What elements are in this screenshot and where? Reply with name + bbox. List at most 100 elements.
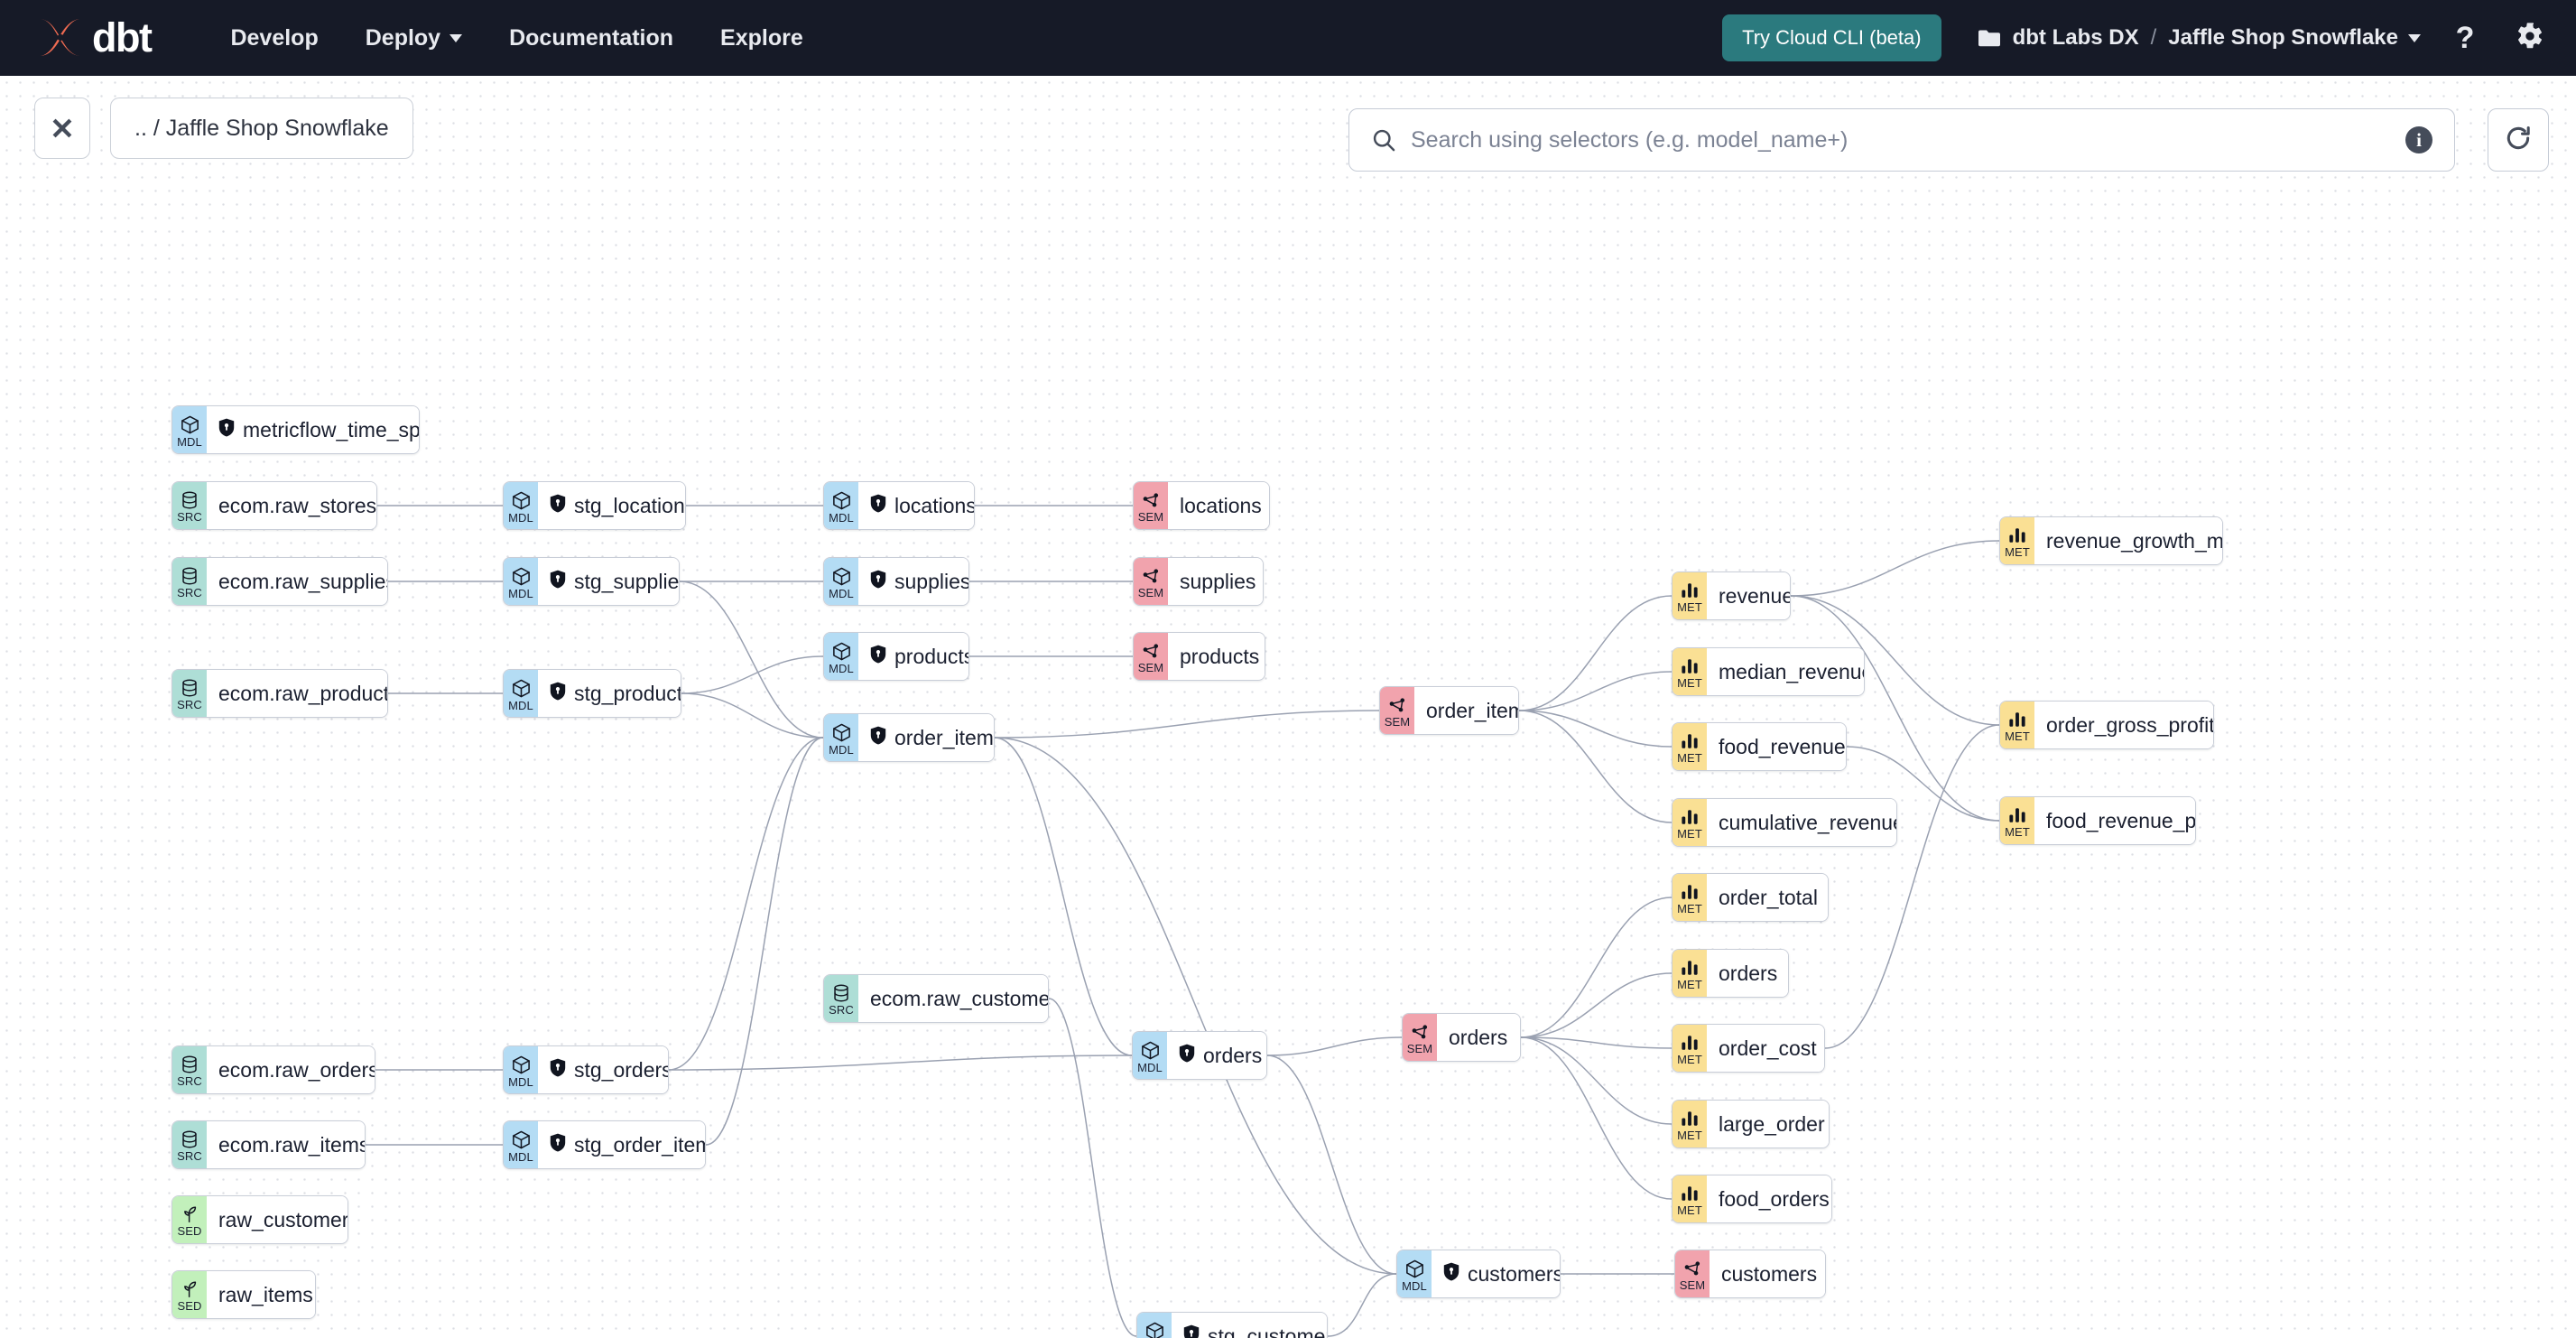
node-body: food_orders: [1707, 1175, 1831, 1222]
lineage-node-met_revenue_growth_mom[interactable]: MET revenue_growth_mom: [1999, 516, 2223, 565]
lineage-node-sem_locations[interactable]: SEM locations: [1133, 481, 1270, 530]
chevron-down-icon: [2408, 33, 2421, 42]
nav-link-develop[interactable]: Develop: [207, 16, 341, 60]
nav-link-explore[interactable]: Explore: [697, 16, 827, 60]
lineage-node-met_cumulative_revenue[interactable]: MET cumulative_revenue: [1672, 798, 1897, 847]
help-button[interactable]: ?: [2444, 17, 2486, 59]
shield-icon: [870, 494, 886, 517]
node-type-badge-mdl: MDL: [504, 482, 538, 529]
node-type-label: SRC: [177, 510, 202, 524]
node-body: large_order: [1707, 1101, 1829, 1148]
chevron-down-icon: [449, 33, 463, 42]
search-input[interactable]: [1411, 126, 2405, 153]
node-type-badge-src: SRC: [172, 482, 207, 529]
node-type-label: MET: [1677, 751, 1702, 765]
nav-link-documentation[interactable]: Documentation: [486, 16, 697, 60]
project-selector[interactable]: Jaffle Shop Snowflake: [2168, 25, 2421, 51]
node-type-badge-met: MET: [1673, 1025, 1707, 1072]
lineage-node-src_raw_stores[interactable]: SRC ecom.raw_stores: [171, 481, 377, 530]
node-type-badge-mdl: MDL: [1133, 1032, 1167, 1079]
lineage-node-sem_products[interactable]: SEM products: [1133, 632, 1265, 681]
lineage-node-src_raw_orders[interactable]: SRC ecom.raw_orders: [171, 1045, 375, 1094]
lineage-node-metricflow_time_spine[interactable]: MDL metricflow_time_spine: [171, 405, 420, 454]
node-label: food_orders: [1719, 1186, 1830, 1211]
lineage-node-src_raw_supplies[interactable]: SRC ecom.raw_supplies: [171, 557, 388, 606]
node-label: order_item: [1426, 698, 1519, 722]
node-type-label: MET: [1677, 676, 1702, 690]
selector-search-bar[interactable]: i: [1348, 108, 2455, 172]
node-type-badge-met: MET: [1673, 572, 1707, 619]
lineage-node-stg_orders[interactable]: MDL stg_orders: [503, 1045, 669, 1094]
database-icon: [831, 983, 851, 1003]
lineage-node-met_food_orders[interactable]: MET food_orders: [1672, 1175, 1832, 1223]
lineage-node-mdl_supplies[interactable]: MDL supplies: [823, 557, 969, 606]
lineage-node-mdl_order_items[interactable]: MDL order_items: [823, 713, 995, 762]
node-body: locations: [858, 482, 974, 529]
lineage-node-sem_customers[interactable]: SEM customers: [1674, 1250, 1826, 1298]
lineage-node-stg_customers[interactable]: MDL stg_customers: [1136, 1312, 1328, 1338]
shield-icon: [1443, 1262, 1459, 1286]
node-label: orders: [1719, 961, 1778, 985]
lineage-node-sed_raw_customers[interactable]: SED raw_customers: [171, 1195, 348, 1244]
info-icon[interactable]: i: [2405, 126, 2432, 153]
close-lineage-button[interactable]: ✕: [34, 98, 90, 159]
refresh-graph-button[interactable]: [2488, 108, 2549, 172]
lineage-node-met_food_revenue[interactable]: MET food_revenue: [1672, 722, 1847, 771]
lineage-node-stg_locations[interactable]: MDL stg_locations: [503, 481, 686, 530]
node-body: cumulative_revenue: [1707, 799, 1896, 846]
database-icon: [180, 566, 199, 586]
lineage-node-src_raw_items[interactable]: SRC ecom.raw_items: [171, 1120, 366, 1169]
lineage-node-met_revenue[interactable]: MET revenue: [1672, 571, 1791, 620]
node-type-label: SRC: [177, 1149, 202, 1163]
node-type-badge-sem: SEM: [1134, 558, 1168, 605]
lineage-node-sem_supplies[interactable]: SEM supplies: [1133, 557, 1264, 606]
lineage-node-stg_products[interactable]: MDL stg_products: [503, 669, 681, 718]
node-type-label: SEM: [1384, 715, 1411, 729]
lineage-node-src_raw_customers[interactable]: SRC ecom.raw_customers: [823, 974, 1049, 1023]
bar-chart-icon: [1680, 958, 1700, 978]
lineage-node-met_order_total[interactable]: MET order_total: [1672, 873, 1829, 922]
node-body: ecom.raw_items: [207, 1121, 365, 1168]
lineage-node-mdl_locations[interactable]: MDL locations: [823, 481, 975, 530]
lineage-breadcrumb[interactable]: .. / Jaffle Shop Snowflake: [110, 98, 413, 159]
account-name[interactable]: dbt Labs DX: [2012, 25, 2139, 50]
lineage-node-stg_order_items[interactable]: MDL stg_order_items: [503, 1120, 706, 1169]
lineage-edge: [1518, 671, 1673, 711]
nav-link-deploy[interactable]: Deploy: [342, 16, 486, 60]
lineage-node-sem_order_item[interactable]: SEM order_item: [1379, 686, 1519, 735]
lineage-node-sed_raw_items[interactable]: SED raw_items: [171, 1270, 316, 1319]
node-body: stg_customers: [1172, 1313, 1327, 1338]
node-type-label: SEM: [1679, 1278, 1706, 1292]
node-type-label: MET: [2005, 729, 2030, 743]
lineage-node-met_large_order[interactable]: MET large_order: [1672, 1100, 1830, 1148]
lineage-node-mdl_customers[interactable]: MDL customers: [1396, 1250, 1561, 1298]
bar-chart-icon: [1680, 1184, 1700, 1203]
node-type-badge-src: SRC: [172, 670, 207, 717]
node-type-badge-sem: SEM: [1134, 482, 1168, 529]
lineage-node-met_orders[interactable]: MET orders: [1672, 949, 1789, 998]
bar-chart-icon: [1680, 1033, 1700, 1053]
node-body: customers: [1710, 1250, 1825, 1297]
lineage-node-mdl_products[interactable]: MDL products: [823, 632, 969, 681]
lineage-graph-canvas[interactable]: MDL metricflow_time_spine SRC ecom.raw_s…: [0, 76, 2576, 1338]
lineage-node-met_median_revenue[interactable]: MET median_revenue: [1672, 647, 1865, 696]
database-icon: [180, 678, 199, 698]
dbt-logo[interactable]: dbt: [34, 14, 153, 61]
node-type-label: MDL: [508, 586, 533, 600]
lineage-node-met_food_revenue_pct[interactable]: MET food_revenue_pct: [1999, 796, 2196, 845]
lineage-edge: [681, 692, 824, 739]
node-type-label: MDL: [177, 434, 202, 449]
lineage-node-met_order_cost[interactable]: MET order_cost: [1672, 1024, 1825, 1073]
node-label: stg_customers: [1208, 1324, 1327, 1338]
cube-icon: [1144, 1321, 1165, 1338]
node-type-badge-mdl: MDL: [1137, 1313, 1172, 1338]
try-cloud-cli-button[interactable]: Try Cloud CLI (beta): [1722, 14, 1941, 61]
lineage-node-src_raw_products[interactable]: SRC ecom.raw_products: [171, 669, 388, 718]
node-type-label: SED: [177, 1224, 202, 1238]
node-body: orders: [1167, 1032, 1266, 1079]
lineage-node-sem_orders[interactable]: SEM orders: [1402, 1013, 1521, 1062]
lineage-node-mdl_orders[interactable]: MDL orders: [1132, 1031, 1267, 1080]
lineage-node-stg_supplies[interactable]: MDL stg_supplies: [503, 557, 680, 606]
lineage-node-met_order_gross_profit[interactable]: MET order_gross_profit: [1999, 701, 2214, 749]
settings-button[interactable]: [2509, 17, 2551, 59]
